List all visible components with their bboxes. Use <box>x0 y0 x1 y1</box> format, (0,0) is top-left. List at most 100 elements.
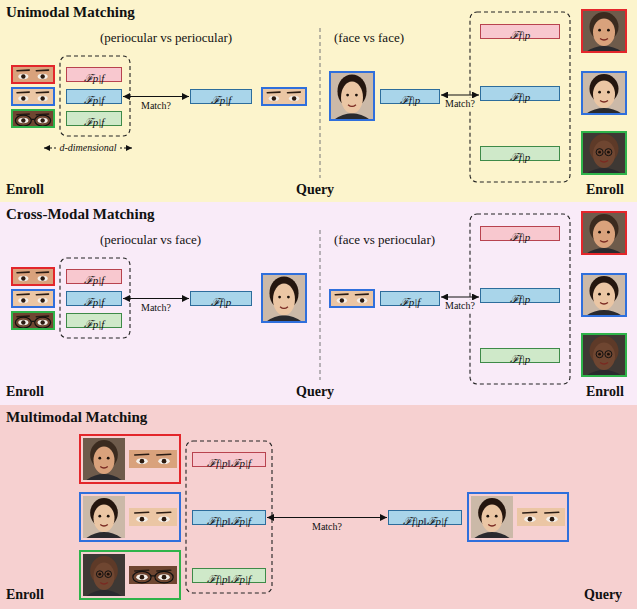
eye-white <box>38 74 48 79</box>
image-border <box>12 110 54 127</box>
iris <box>40 276 44 280</box>
eye <box>486 515 489 518</box>
skin <box>129 566 177 584</box>
iris <box>528 517 533 522</box>
photo-background <box>471 496 513 538</box>
feature-label: ℱp|f <box>84 116 105 129</box>
feature-vector: ℱp|f <box>190 89 252 104</box>
skin <box>12 268 54 285</box>
feature-label: ℱf|p <box>510 91 531 104</box>
glasses-lens <box>35 317 51 328</box>
mouth <box>600 303 608 304</box>
face-image <box>330 72 374 120</box>
iris <box>40 96 44 100</box>
iris <box>21 96 25 100</box>
mouth <box>280 307 288 309</box>
glasses-lens <box>155 571 173 583</box>
skin <box>12 290 54 307</box>
shoulders <box>266 315 303 322</box>
skin <box>262 88 306 105</box>
feature-vector: ℱp|f <box>66 313 122 328</box>
photo-background <box>582 334 626 376</box>
glasses-lens <box>605 149 612 156</box>
feature-vector: ℱp|f <box>66 89 122 104</box>
eye <box>287 296 290 299</box>
iris <box>21 276 25 280</box>
feature-label: ℱp|f <box>84 296 105 309</box>
periocular-image <box>12 88 54 105</box>
photo-background <box>83 438 125 480</box>
face <box>94 504 115 532</box>
enroll-group-outline <box>470 214 570 384</box>
mouth <box>100 525 108 526</box>
eye <box>598 91 601 94</box>
iris <box>21 118 25 122</box>
role-label: Query <box>584 587 622 603</box>
feature-label: ℱf|p <box>510 353 531 366</box>
match-arrow <box>123 96 189 97</box>
eye-white <box>18 74 28 79</box>
eyebrow <box>17 69 29 71</box>
iris <box>21 74 25 78</box>
face <box>593 220 615 248</box>
face-image <box>83 554 125 596</box>
mouth <box>488 525 496 526</box>
comparison-note: (face vs face) <box>334 30 404 46</box>
eye <box>107 573 110 576</box>
eyebrow <box>288 91 301 93</box>
eye-white <box>18 118 28 123</box>
image-border <box>262 274 306 322</box>
feature-label: ℱp|f <box>84 72 105 85</box>
matching-band: Cross-Modal Matchingℱp|fℱp|fℱp|fℱf|pℱp|f… <box>0 202 637 405</box>
feature-vector: ℱf|p‖ℱp|f <box>388 510 462 525</box>
eyebrow <box>267 91 280 93</box>
eye-white <box>38 298 48 303</box>
divider <box>320 230 321 380</box>
feature-label: ℱf|p <box>211 296 232 309</box>
feature-vector: ℱp|f <box>66 269 122 284</box>
photo-background <box>582 10 626 52</box>
feature-vector: ℱf|p <box>480 146 560 161</box>
eye <box>495 515 498 518</box>
iris <box>162 575 167 580</box>
edge-label: Match? <box>310 521 344 533</box>
feature-label: ℱf|p‖ℱp|f <box>207 457 251 470</box>
skin <box>129 450 177 468</box>
face-image <box>262 274 306 322</box>
glasses-lens <box>133 571 151 583</box>
image-border <box>582 132 626 174</box>
feature-vector: ℱf|p <box>480 348 560 363</box>
eye-white <box>357 298 368 303</box>
face <box>341 82 363 114</box>
eye <box>607 293 610 296</box>
image-border <box>582 274 626 316</box>
feature-label: ℱp|f <box>84 94 105 107</box>
feature-vector: ℱf|p <box>190 291 252 306</box>
role-label: Enroll <box>6 182 44 198</box>
face-image <box>83 438 125 480</box>
role-label: Enroll <box>6 384 44 400</box>
periocular-image <box>129 450 177 468</box>
eyebrow <box>17 271 29 273</box>
eye <box>98 457 101 460</box>
image-border <box>582 10 626 52</box>
feature-label: ℱp|f <box>84 318 105 331</box>
face <box>593 342 615 370</box>
face <box>593 282 615 310</box>
eye-white <box>38 118 48 123</box>
edge-label: Match? <box>139 100 173 112</box>
eye-white <box>38 320 48 325</box>
enroll-group-outline <box>60 258 130 338</box>
match-arrow <box>267 517 387 518</box>
face <box>482 504 503 532</box>
feature-vector: ℱf|p <box>380 89 440 104</box>
feature-vector: ℱf|p <box>480 288 560 303</box>
eye-white <box>289 96 300 101</box>
role-label: Enroll <box>586 384 624 400</box>
skin <box>12 66 54 83</box>
eye <box>598 353 601 356</box>
eye-white <box>158 458 170 464</box>
feature-vector: ℱp|f <box>380 291 440 306</box>
eye-white <box>18 96 28 101</box>
divider <box>320 28 321 178</box>
